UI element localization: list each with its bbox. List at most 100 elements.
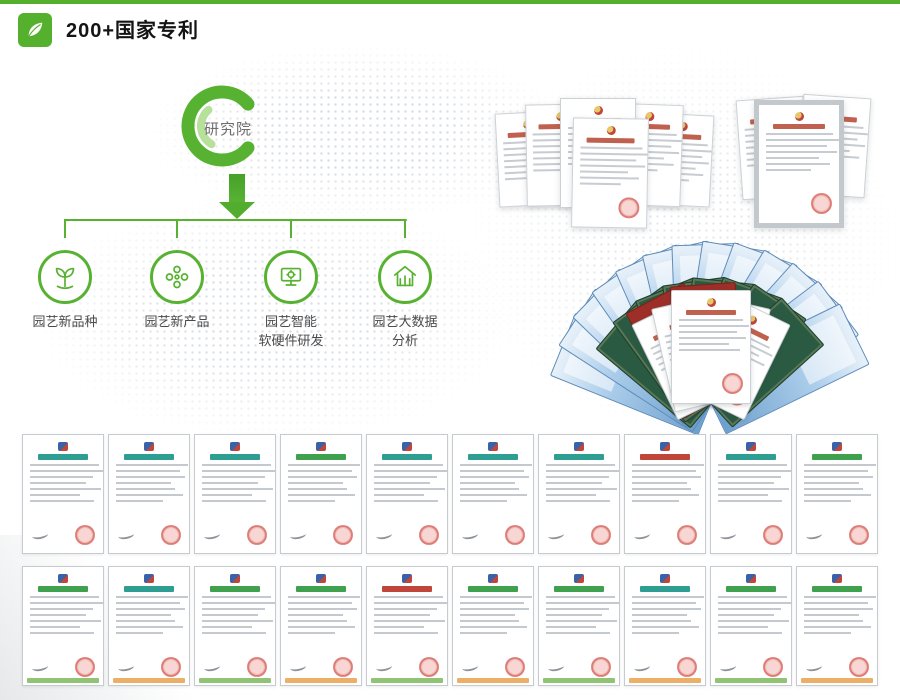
certificate-text-line: [546, 500, 611, 502]
certificate-text-line: [766, 157, 819, 159]
patent-emblem-icon: [488, 442, 498, 451]
red-seal-stamp: [591, 657, 611, 677]
branch-label: 园艺智能 软硬件研发: [231, 313, 351, 351]
certificate-text-line: [679, 325, 750, 327]
certificate-text-line: [202, 494, 252, 496]
certificate-text-line: [374, 608, 437, 610]
certificate-text-line: [202, 464, 271, 466]
certificate-text-line: [718, 626, 768, 628]
certificate-text-line: [116, 500, 163, 502]
certificate-text-line: [460, 470, 525, 472]
signature-mark: [375, 529, 393, 541]
patent-emblem-icon: [832, 574, 842, 583]
certificate-text-line: [288, 488, 348, 490]
certificate-text-line: [30, 500, 95, 502]
signature-mark: [117, 529, 135, 541]
connector-stub: [176, 219, 178, 238]
patent-certificate: [754, 100, 844, 228]
patent-emblem-icon: [606, 125, 616, 136]
certificate-title-line: [210, 586, 260, 592]
certificate-text-line: [632, 464, 705, 466]
red-seal-stamp: [161, 525, 181, 545]
certificate-text-line: [804, 476, 873, 478]
certificate-text-line: [374, 494, 424, 496]
certificate-title-line: [382, 454, 432, 460]
patent-certificate: [366, 434, 448, 554]
certificate-text-line: [718, 620, 789, 622]
leaf-icon: [28, 22, 43, 37]
certificate-text-line: [718, 632, 783, 634]
smart-device-icon: [280, 267, 302, 286]
certificate-text-line: [116, 476, 185, 478]
certificate-text-line: [202, 470, 275, 472]
certificate-text-line: [288, 608, 357, 610]
certificate-text-line: [804, 482, 859, 484]
certificate-text-line: [679, 337, 747, 339]
branch-label-line2: 软硬件研发: [258, 332, 324, 348]
decorative-footer-strip: [285, 678, 357, 683]
certificate-text-line: [374, 620, 445, 622]
certificate-title-line: [382, 586, 432, 592]
certificate-text-line: [579, 164, 645, 168]
certificate-text-line: [460, 500, 507, 502]
certificate-text-line: [460, 596, 533, 598]
certificate-text-line: [718, 608, 781, 610]
certificate-text-line: [804, 470, 869, 472]
patent-certificate: [624, 566, 706, 686]
branch-icon-circle: [150, 250, 204, 304]
signature-mark: [547, 661, 565, 673]
certificate-text-line: [546, 476, 609, 478]
certificate-text-line: [202, 620, 273, 622]
red-seal-stamp: [247, 525, 267, 545]
certificate-text-line: [116, 470, 181, 472]
branch-big-data: 园艺大数据 分析: [345, 250, 465, 351]
branch-label-line2: 分析: [391, 332, 418, 348]
certificate-text-line: [460, 476, 529, 478]
patent-emblem-icon: [144, 442, 154, 451]
certificate-text-line: [546, 632, 611, 634]
certificate-text-line: [804, 596, 877, 598]
certificate-text-line: [288, 632, 335, 634]
certificate-text-line: [804, 464, 877, 466]
certificate-text-line: [546, 494, 596, 496]
certificate-text-line: [116, 602, 181, 604]
down-arrow-icon: [229, 174, 245, 202]
certificate-title-line: [296, 454, 346, 460]
certificate-text-line: [766, 133, 834, 135]
certificate-text-line: [116, 464, 189, 466]
certificate-text-line: [30, 602, 103, 604]
certificate-text-line: [202, 632, 267, 634]
connector-stub: [64, 219, 66, 238]
certificate-text-line: [30, 482, 87, 484]
certificate-title-line: [640, 454, 690, 460]
certificate-title-line: [38, 454, 88, 460]
certificate-title-line: [210, 454, 260, 460]
certificate-text-line: [679, 349, 740, 351]
certificate-text-line: [288, 626, 356, 628]
certificate-text-line: [460, 608, 529, 610]
certificate-text-line: [30, 626, 80, 628]
decorative-footer-strip: [801, 678, 873, 683]
certificate-text-line: [804, 626, 872, 628]
certificate-text-line: [288, 476, 357, 478]
patent-certificate: [710, 434, 792, 554]
signature-mark: [719, 529, 737, 541]
certificate-text-line: [718, 464, 787, 466]
patent-emblem-icon: [660, 442, 670, 451]
patent-emblem-icon: [832, 442, 842, 451]
signature-mark: [805, 661, 823, 673]
red-seal-stamp: [849, 657, 869, 677]
certificate-text-line: [679, 319, 743, 321]
patent-emblem-icon: [488, 574, 498, 583]
certificate-title-line: [812, 586, 862, 592]
patent-certificate: [366, 566, 448, 686]
red-seal-stamp: [75, 525, 95, 545]
branch-label-line1: 园艺新产品: [144, 314, 210, 329]
cert-grid-row-2: [22, 566, 878, 686]
certificate-text-line: [632, 470, 697, 472]
certificate-text-line: [632, 596, 705, 598]
branch-icon-circle: [38, 250, 92, 304]
certificate-text-line: [718, 470, 791, 472]
signature-mark: [719, 661, 737, 673]
certificate-text-line: [632, 626, 700, 628]
